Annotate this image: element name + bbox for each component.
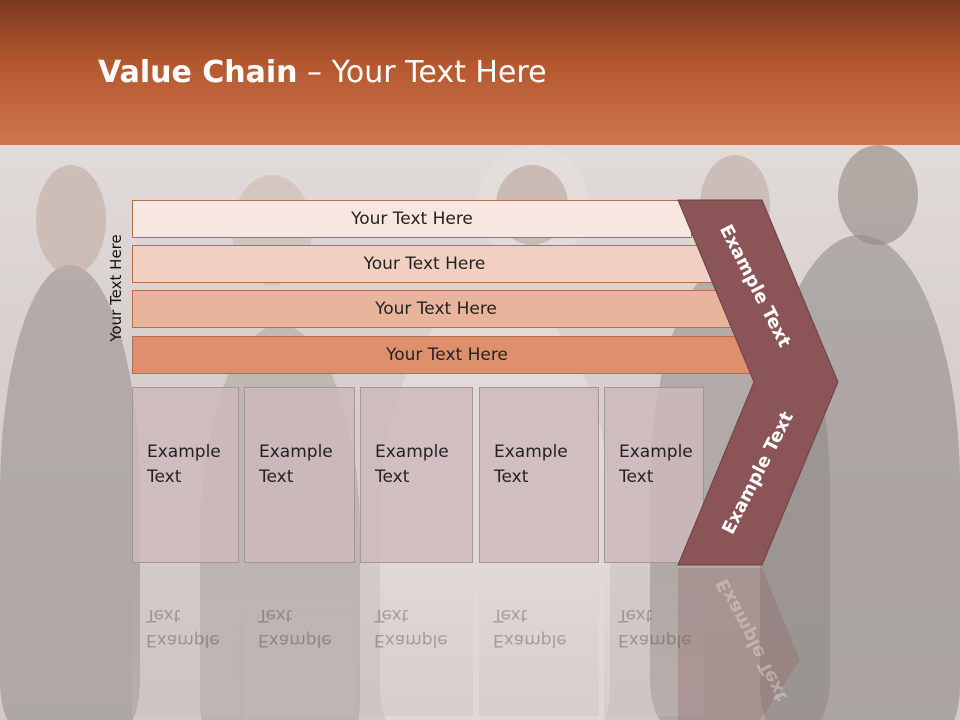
chevron-shape <box>677 199 839 566</box>
bar-2[interactable]: Your Text Here <box>132 245 717 283</box>
card-1-line2: Text <box>147 467 182 487</box>
card-3-line1: Example <box>375 442 449 462</box>
bar-1[interactable]: Your Text Here <box>132 200 692 238</box>
title-banner <box>0 0 960 145</box>
card-1-line1: Example <box>147 442 221 462</box>
card-2-line2: Text <box>259 467 294 487</box>
bar-4[interactable]: Your Text Here <box>132 336 762 374</box>
title-rest: – Your Text Here <box>297 55 547 90</box>
card-5-line1: Example <box>619 442 693 462</box>
card-3-line2: Text <box>375 467 410 487</box>
slide-title[interactable]: Value Chain – Your Text Here <box>98 55 547 90</box>
bar-3[interactable]: Your Text Here <box>132 290 740 328</box>
title-bold: Value Chain <box>98 55 298 90</box>
card-5-line2: Text <box>619 467 654 487</box>
chevron-reflection <box>678 568 800 720</box>
card-2-line1: Example <box>259 442 333 462</box>
card-4-line2: Text <box>494 467 529 487</box>
card-4-line1: Example <box>494 442 568 462</box>
